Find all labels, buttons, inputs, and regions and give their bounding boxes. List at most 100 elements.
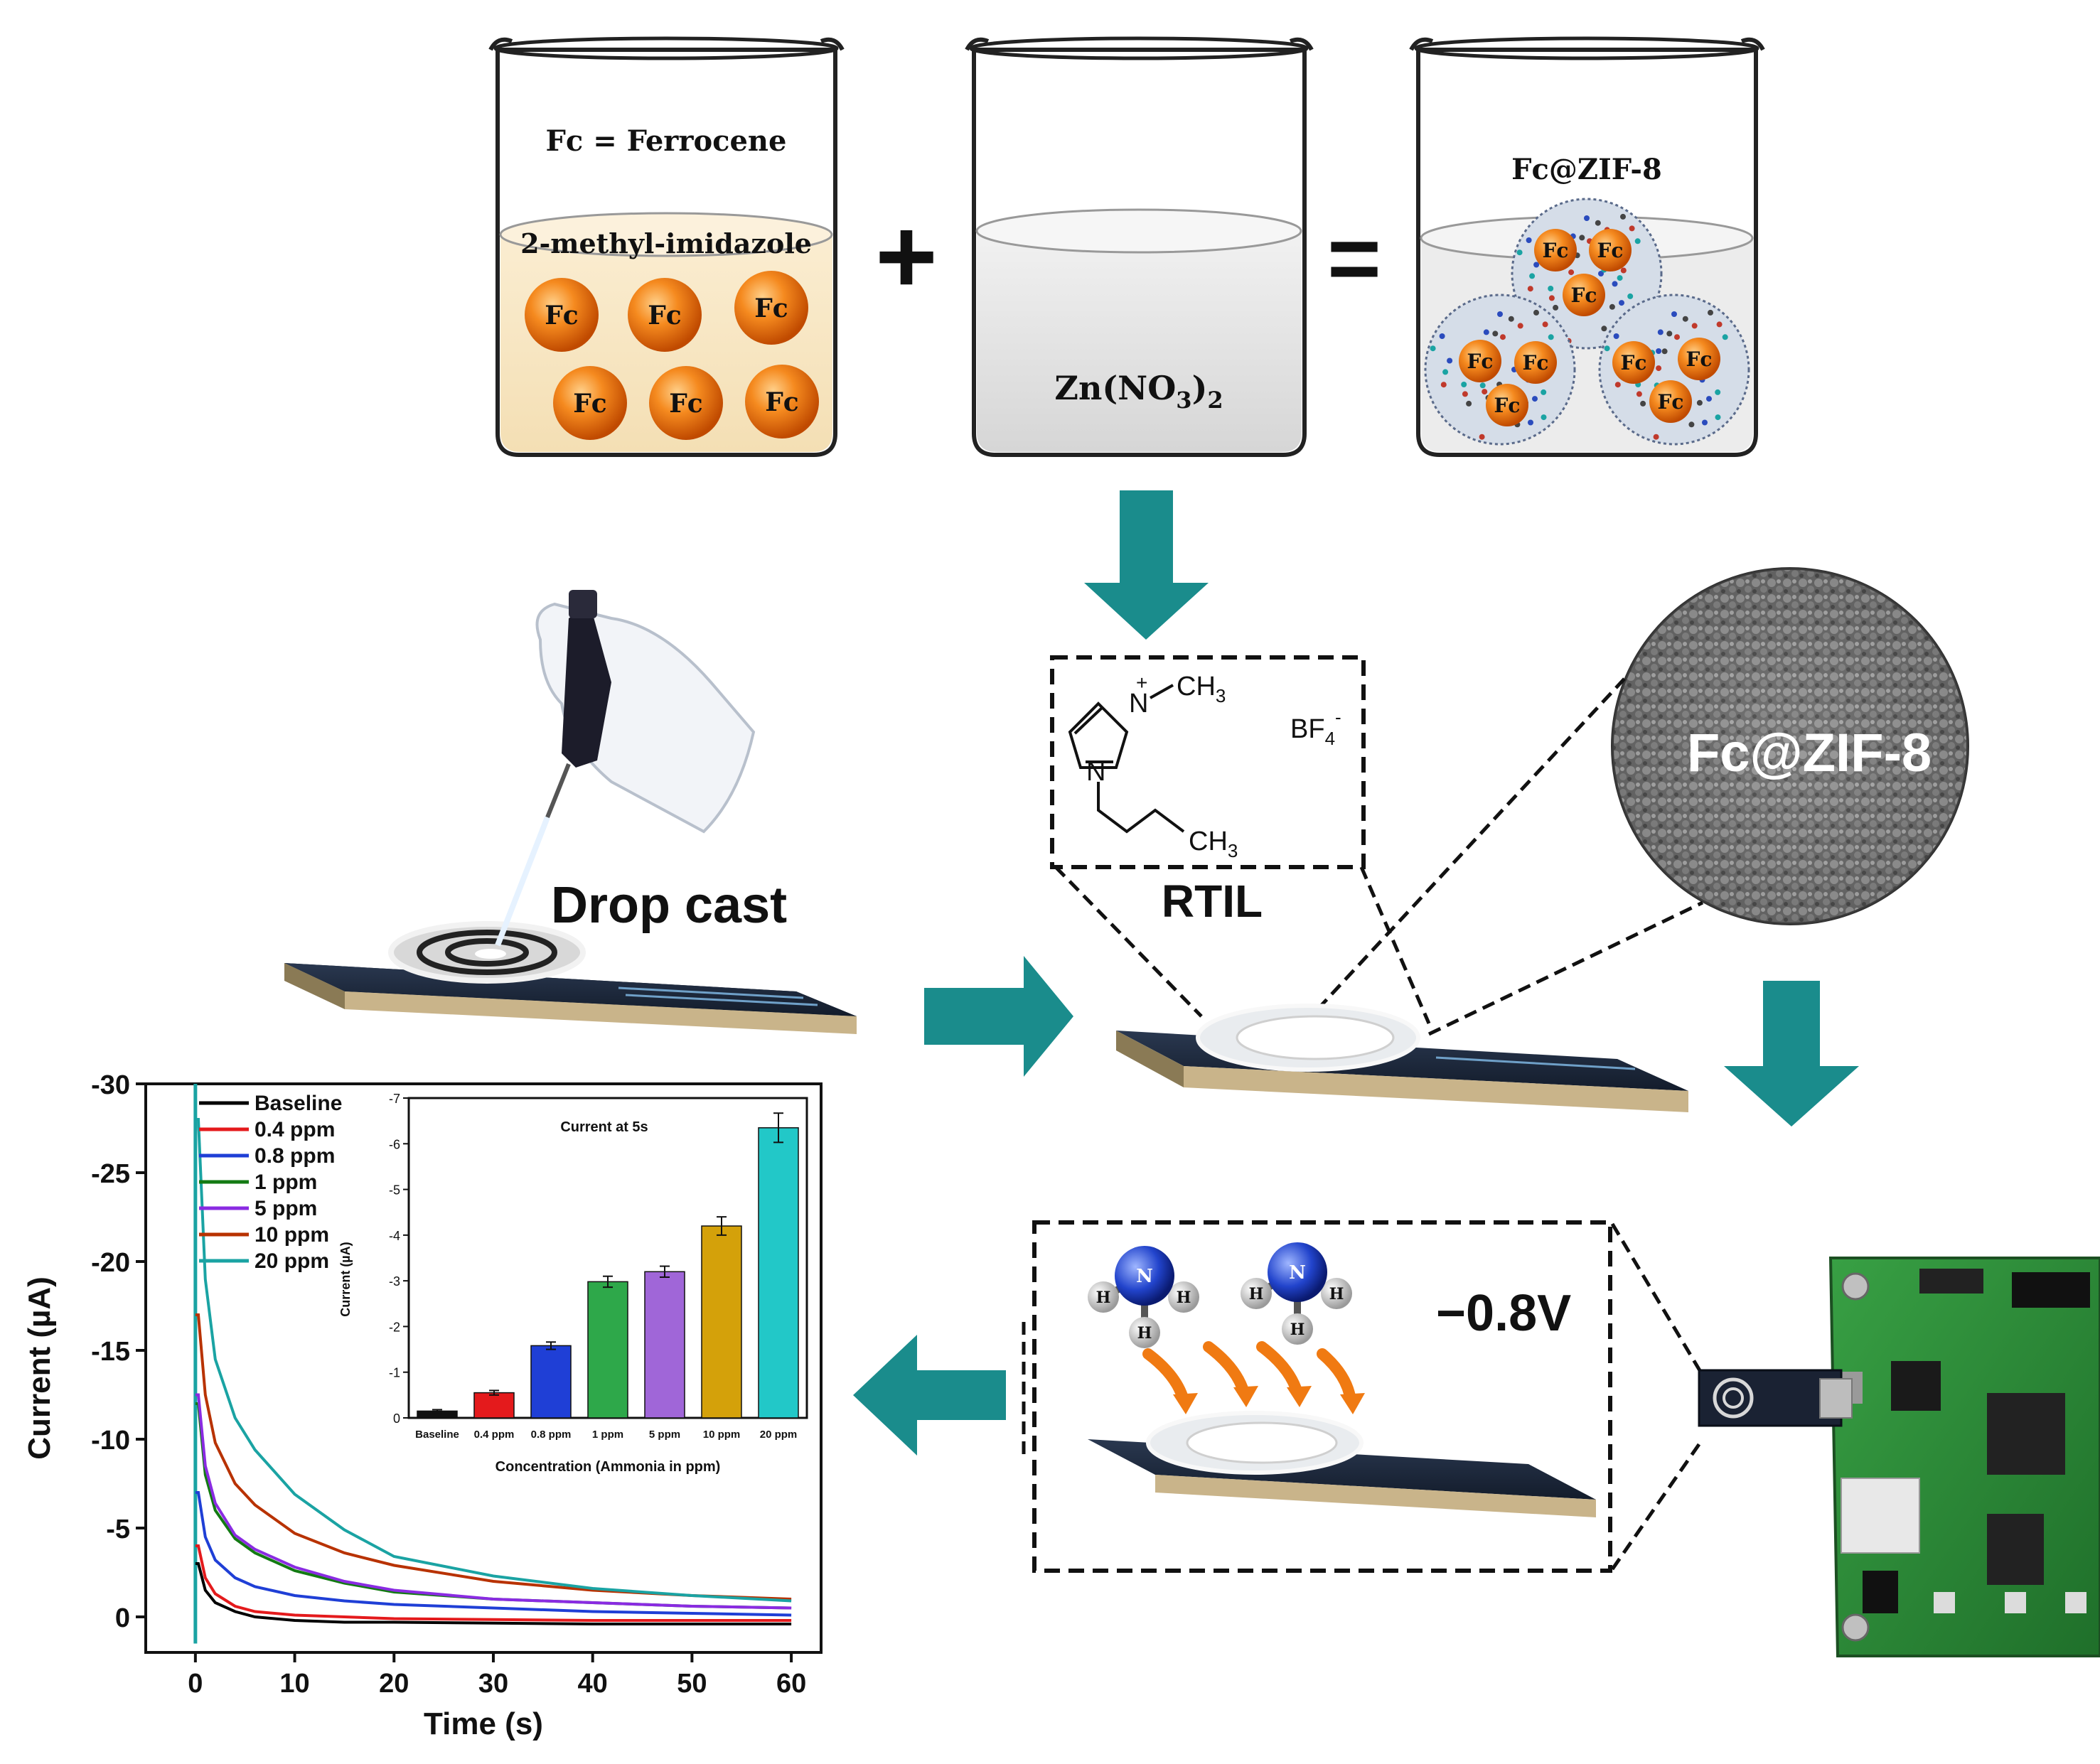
beaker-middle: Zn(NO3)2 xyxy=(965,36,1314,457)
fc-particle: Fc xyxy=(628,278,702,352)
inset-bar xyxy=(473,1392,515,1419)
fc-particle: Fc xyxy=(553,366,627,440)
main-series-lines xyxy=(193,1084,792,1644)
rtil-butyl: CH3 xyxy=(1189,827,1238,861)
main-series-line xyxy=(195,1491,792,1617)
inset-y-tick-label: -4 xyxy=(389,1229,400,1243)
fc-particle-label: Fc xyxy=(754,294,788,323)
main-x-tick-label: 60 xyxy=(776,1669,806,1699)
fc-particle-label: Fc xyxy=(1621,351,1647,375)
inset-x-tick-label: 1 ppm xyxy=(592,1429,623,1441)
equals-sign: = xyxy=(1327,206,1381,310)
plus-operator: + xyxy=(875,196,938,316)
rtil-methyl: CH3 xyxy=(1177,672,1226,706)
fc-particle-label: Fc xyxy=(669,389,702,419)
gas-arrowheads xyxy=(1173,1386,1365,1414)
inset-y-tick-label: -3 xyxy=(389,1274,400,1289)
fc-particle: Fc xyxy=(734,271,808,345)
fc-particle-label: Fc xyxy=(1494,394,1521,417)
beaker-left-liquid-label: 2-methyl-imidazole xyxy=(520,227,812,259)
rtil-structure-box: N + N CH3 CH3 BF4- xyxy=(1050,655,1366,869)
h-atom-label: H xyxy=(1096,1289,1111,1307)
fc-particle: Fc xyxy=(649,366,723,440)
fc-particle: Fc xyxy=(745,365,819,439)
h-atom-label: H xyxy=(1177,1289,1191,1307)
main-y-ticks: -30-25-20-15-10-50 xyxy=(91,1070,146,1633)
fc-particle-label: Fc xyxy=(1571,284,1597,307)
inset-y-ticks: -7-6-5-4-3-2-10 xyxy=(389,1092,409,1426)
inset-y-tick-label: -6 xyxy=(389,1137,400,1151)
main-x-tick-label: 10 xyxy=(279,1669,309,1699)
fc-particle-label: Fc xyxy=(545,301,578,330)
fc-particle-label: Fc xyxy=(1686,348,1713,371)
detection-callout-lines xyxy=(1022,1222,1705,1571)
rtil-charge: + xyxy=(1136,672,1147,694)
inset-y-tick-label: -1 xyxy=(389,1366,400,1380)
fc-particle-label: Fc xyxy=(1523,351,1549,375)
rtil-atom-n1: N xyxy=(1129,689,1148,719)
electrode-modified xyxy=(1116,1004,1688,1112)
main-series-line xyxy=(195,1118,792,1603)
inset-bar xyxy=(530,1345,572,1419)
main-y-tick-label: -20 xyxy=(91,1248,130,1278)
arrow-left-to-chart xyxy=(853,1335,1006,1456)
main-x-tick-label: 20 xyxy=(379,1669,409,1699)
h-atom-label: H xyxy=(1329,1285,1344,1303)
usb-electrode-dongle xyxy=(1698,1369,1853,1427)
main-y-tick-label: -25 xyxy=(91,1159,130,1189)
equals-operator: = xyxy=(1327,206,1381,310)
h-atom-label: H xyxy=(1249,1285,1264,1303)
inset-x-tick-label: 20 ppm xyxy=(760,1429,798,1441)
arrow-right-to-modified-electrode xyxy=(924,956,1073,1077)
main-x-tick-label: 50 xyxy=(677,1669,707,1699)
sem-image: Fc@ZIF-8 xyxy=(1611,567,1969,925)
inset-y-tick-label: 0 xyxy=(393,1411,400,1426)
inset-bar xyxy=(587,1281,628,1419)
legend-label: 10 ppm xyxy=(255,1223,329,1247)
legend-label: 0.8 ppm xyxy=(255,1144,335,1168)
rtil-callout-lines xyxy=(1054,866,1431,1024)
inset-bars xyxy=(417,1112,799,1419)
rtil-label: RTIL xyxy=(1162,876,1263,927)
plus-sign: + xyxy=(875,196,938,316)
inset-x-tick-label: 0.8 ppm xyxy=(531,1429,572,1441)
inset-bar xyxy=(644,1271,685,1419)
potentiostat-board xyxy=(1828,1257,2100,1657)
fc-particle: Fc xyxy=(525,278,599,352)
fc-particle-label: Fc xyxy=(648,301,681,330)
inset-x-tick-label: 5 ppm xyxy=(649,1429,680,1441)
zn-nitrate-label: Zn(NO3)2 xyxy=(1054,369,1223,414)
main-series-line xyxy=(195,1544,792,1622)
inset-chart: Current at 5s Concentration (Ammonia in … xyxy=(338,1092,808,1475)
main-y-tick-label: -5 xyxy=(106,1515,130,1544)
sem-callout-lines xyxy=(1303,677,1704,1036)
legend-label: 20 ppm xyxy=(255,1249,329,1273)
beaker-left-title: Fc = Ferrocene xyxy=(546,124,787,158)
inset-chart-xlabel: Concentration (Ammonia in ppm) xyxy=(495,1459,721,1475)
electrode-drop-cast xyxy=(284,921,857,1034)
legend-label: 5 ppm xyxy=(255,1197,317,1220)
rtil-atom-n2: N xyxy=(1086,757,1105,787)
main-x-tick-label: 0 xyxy=(188,1669,203,1699)
main-x-tick-label: 40 xyxy=(578,1669,608,1699)
fc-particle-label: Fc xyxy=(765,387,798,417)
inset-x-tick-label: Baseline xyxy=(415,1429,459,1441)
inset-chart-title: Current at 5s xyxy=(560,1119,648,1135)
voltage-label: −0.8V xyxy=(1436,1285,1571,1342)
rtil-anion: BF4- xyxy=(1290,706,1341,749)
main-chart-xlabel: Time (s) xyxy=(424,1706,543,1741)
main-y-tick-label: -10 xyxy=(91,1426,130,1456)
inset-bar xyxy=(701,1225,742,1419)
fc-particle-label: Fc xyxy=(1467,350,1494,373)
main-series-line xyxy=(195,1393,792,1610)
